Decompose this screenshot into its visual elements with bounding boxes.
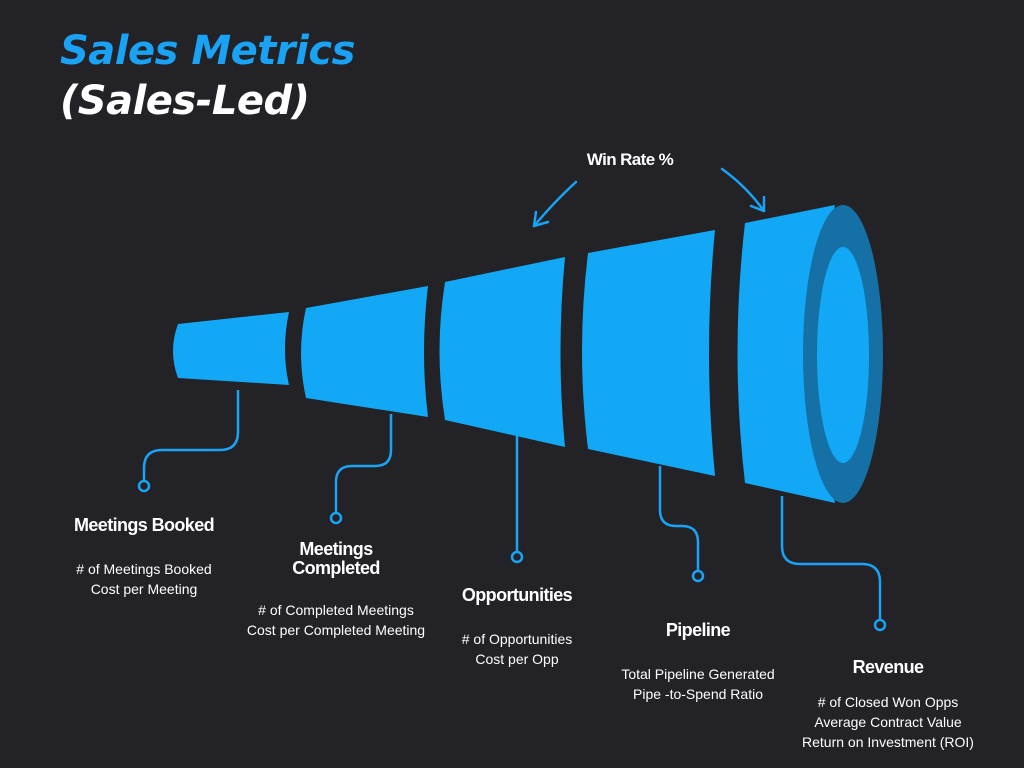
stage-meetings-completed: Meetings Completed # of Completed Meetin… bbox=[216, 540, 456, 640]
stage-metrics: # of Opportunities Cost per Opp bbox=[397, 629, 637, 669]
metric-item: # of Completed Meetings bbox=[258, 602, 414, 618]
connector-dot-opportunities bbox=[510, 550, 524, 564]
funnel-segment-meetings-completed bbox=[301, 286, 428, 417]
stage-pipeline: Pipeline Total Pipeline Generated Pipe -… bbox=[578, 621, 818, 704]
connector-meetings-completed bbox=[334, 414, 393, 518]
stage-metrics: # of Completed Meetings Cost per Complet… bbox=[216, 600, 456, 640]
connector-dot-pipeline bbox=[691, 569, 705, 583]
win-rate-arrow-left bbox=[532, 180, 578, 228]
connector-revenue bbox=[780, 496, 882, 625]
stage-name: Meetings Completed bbox=[292, 539, 380, 578]
metric-item: Cost per Opp bbox=[475, 651, 559, 667]
title-line-1: Sales Metrics bbox=[60, 28, 355, 74]
metric-item: # of Meetings Booked bbox=[76, 561, 212, 577]
stage-metrics: # of Closed Won Opps Average Contract Va… bbox=[768, 692, 1008, 752]
metric-item: Return on Investment (ROI) bbox=[802, 734, 974, 750]
metric-item: # of Closed Won Opps bbox=[817, 694, 959, 710]
metric-item: Total Pipeline Generated bbox=[621, 666, 775, 682]
funnel-segment-meetings-booked bbox=[173, 312, 289, 385]
connector-dot-meetings-booked bbox=[137, 479, 151, 493]
funnel-segment-opportunities bbox=[439, 257, 565, 447]
win-rate-label: Win Rate % bbox=[586, 150, 674, 169]
metric-item: Cost per Completed Meeting bbox=[246, 622, 426, 638]
stage-metrics: # of Meetings Booked Cost per Meeting bbox=[24, 559, 264, 599]
win-rate-arrow-right-head bbox=[749, 195, 766, 213]
stage-revenue: Revenue # of Closed Won Opps Average Con… bbox=[768, 658, 1008, 752]
stage-name: Pipeline bbox=[665, 620, 731, 640]
stage-metrics: Total Pipeline Generated Pipe -to-Spend … bbox=[578, 664, 818, 704]
metric-item: # of Opportunities bbox=[461, 631, 573, 647]
stage-name: Revenue bbox=[852, 657, 924, 677]
metric-item: Average Contract Value bbox=[814, 714, 962, 730]
metric-item: Cost per Meeting bbox=[90, 581, 198, 597]
stage-opportunities: Opportunities # of Opportunities Cost pe… bbox=[397, 586, 637, 669]
page-title: Sales Metrics (Sales-Led) bbox=[60, 26, 355, 126]
stage-meetings-booked: Meetings Booked # of Meetings Booked Cos… bbox=[24, 516, 264, 599]
connector-meetings-booked bbox=[142, 390, 240, 486]
connector-pipeline bbox=[658, 466, 700, 576]
title-line-2: (Sales-Led) bbox=[60, 78, 310, 124]
stage-name: Opportunities bbox=[461, 585, 573, 605]
connector-dot-meetings-completed bbox=[329, 511, 343, 525]
win-rate-arrow-left-head bbox=[532, 210, 550, 228]
connector-dot-revenue bbox=[873, 618, 887, 632]
funnel-mouth-opening bbox=[817, 247, 869, 463]
win-rate-arrow-right bbox=[720, 167, 766, 213]
funnel-segment-pipeline bbox=[582, 230, 715, 476]
metric-item: Pipe -to-Spend Ratio bbox=[633, 686, 763, 702]
stage-name: Meetings Booked bbox=[73, 515, 215, 535]
